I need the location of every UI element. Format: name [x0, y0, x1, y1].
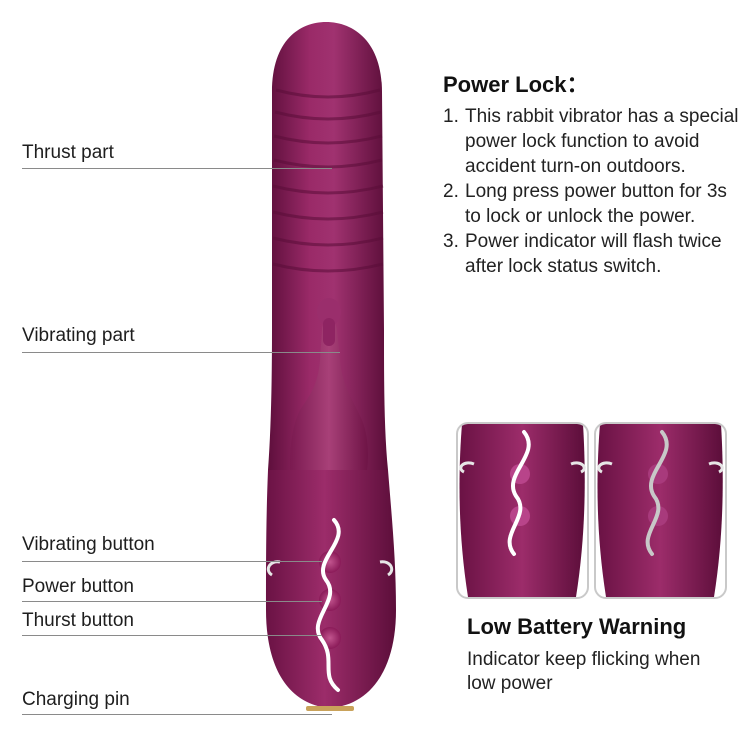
indicator-off-illustration — [597, 424, 724, 597]
label-thrust-part: Thrust part — [22, 142, 114, 163]
low-battery-description: Indicator keep flicking when low power — [467, 649, 701, 694]
label-vibrating-button: Vibrating button — [22, 534, 155, 555]
rabbit-arm — [290, 321, 368, 500]
rabbit-tip — [317, 298, 341, 326]
label-charging-pin: Charging pin — [22, 689, 130, 710]
product-illustration — [266, 22, 396, 711]
leader-thurst-button — [22, 635, 322, 636]
list-item: 3. Power indicator will flash twice afte… — [443, 231, 722, 277]
indicator-off-photo — [594, 422, 727, 599]
power-lock-list: 1. This rabbit vibrator has a special po… — [443, 104, 743, 279]
list-item: 1. This rabbit vibrator has a special po… — [443, 106, 739, 177]
leader-vibrating-part — [22, 352, 340, 353]
power-lock-title: Power Lock： — [443, 72, 589, 97]
charging-pin-icon — [306, 706, 354, 711]
label-thurst-button: Thurst button — [22, 610, 134, 631]
label-vibrating-part: Vibrating part — [22, 325, 135, 346]
indicator-on-illustration — [459, 424, 586, 597]
indicator-light-icon — [315, 518, 341, 692]
list-item: 2. Long press power button for 3s to loc… — [443, 181, 727, 227]
leader-vibrating-button — [22, 561, 322, 562]
label-power-button: Power button — [22, 576, 134, 597]
leader-power-button — [22, 601, 322, 602]
low-battery-title: Low Battery Warning — [467, 614, 687, 639]
leader-charging-pin — [22, 714, 332, 715]
thrust-ridges — [272, 88, 384, 273]
leader-thrust-part — [22, 168, 332, 169]
indicator-on-photo — [456, 422, 589, 599]
